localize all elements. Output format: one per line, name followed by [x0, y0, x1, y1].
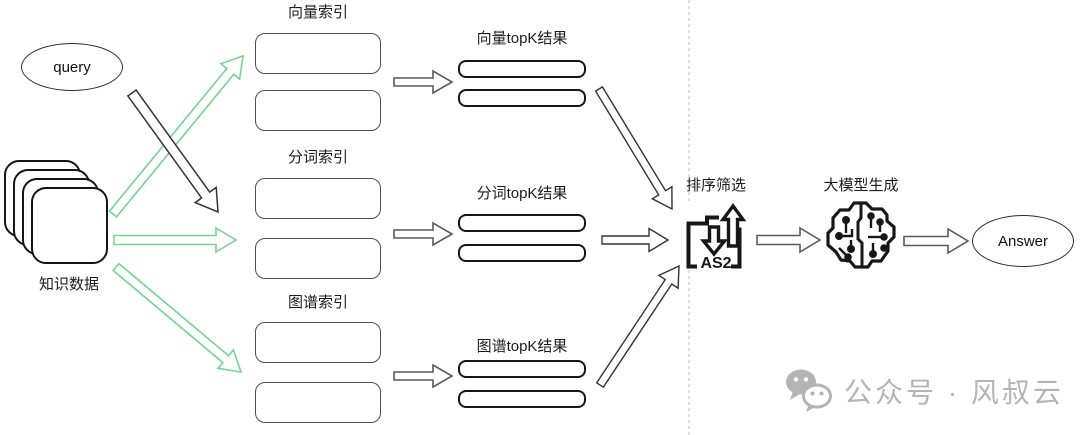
- answer-label: Answer: [997, 232, 1049, 250]
- token-index-box-2: [255, 238, 381, 279]
- graph-index-label: 图谱索引: [287, 294, 348, 311]
- graph-index-box-1: [255, 322, 381, 363]
- llm-label: 大模型生成: [823, 177, 899, 194]
- arrow-llm-to-answer: [903, 227, 970, 255]
- arrow-graph-index-to-topk: [393, 363, 454, 389]
- arrow-vector-topk-to-ranker: [594, 85, 673, 211]
- ranker-label: 排序筛选: [685, 177, 746, 194]
- vector-topk-bar-2: [458, 89, 586, 107]
- arrow-vector-index-to-topk: [393, 69, 454, 95]
- vector-index-label: 向量索引: [287, 4, 348, 21]
- graph-topk-bar-2: [458, 390, 586, 408]
- arrow-graph-topk-to-ranker: [595, 264, 680, 389]
- sort-brackets-icon: AS2: [681, 202, 747, 272]
- stacked-documents-icon: [31, 187, 108, 264]
- arrow-query-to-token-index: [126, 89, 219, 214]
- watermark-text: 公众号 · 风叔云: [844, 377, 1064, 408]
- answer-node: Answer: [972, 215, 1074, 267]
- ranker-icon-text: AS2: [700, 255, 731, 270]
- query-node: query: [21, 43, 123, 91]
- vector-topk-bar-1: [458, 60, 586, 78]
- wechat-icon: [786, 369, 832, 412]
- ai-brain-circuit-icon: [824, 198, 898, 272]
- graph-topk-label: 图谱topK结果: [476, 338, 568, 355]
- vector-topk-label: 向量topK结果: [476, 30, 568, 47]
- token-index-box-1: [255, 178, 381, 219]
- arrow-knowledge-to-vector-index: [108, 54, 244, 219]
- token-index-label: 分词索引: [287, 149, 348, 166]
- knowledge-label: 知识数据: [38, 276, 99, 293]
- arrow-ranker-to-llm: [756, 226, 822, 254]
- token-topk-bar-1: [458, 214, 586, 232]
- graph-index-box-2: [255, 382, 381, 423]
- token-topk-bar-2: [458, 244, 586, 262]
- vector-index-box-1: [255, 33, 381, 74]
- arrow-knowledge-to-token-index: [113, 226, 238, 254]
- vector-index-box-2: [255, 90, 381, 131]
- watermark: 公众号 · 风叔云: [784, 368, 1064, 414]
- arrow-token-topk-to-ranker: [601, 227, 670, 253]
- arrow-token-index-to-topk: [393, 221, 454, 247]
- token-topk-label: 分词topK结果: [476, 185, 568, 202]
- graph-topk-bar-1: [458, 360, 586, 378]
- arrow-knowledge-to-graph-index: [111, 262, 243, 374]
- query-label: query: [53, 58, 91, 76]
